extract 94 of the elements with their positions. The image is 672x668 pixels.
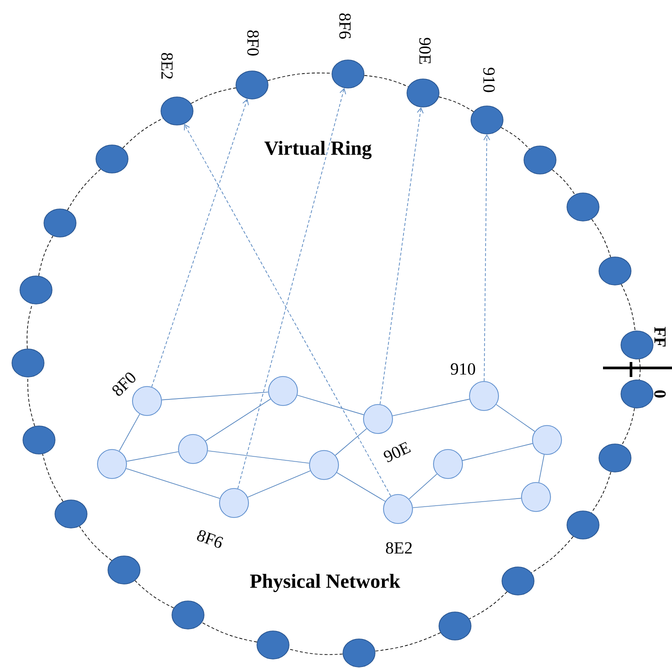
mapping-arrow: [184, 124, 392, 496]
network-node: [309, 450, 339, 480]
ring-arc: [622, 408, 635, 446]
link-line: [118, 414, 140, 452]
ring-node: [566, 192, 600, 222]
link-line: [126, 468, 220, 499]
mapping-arrow: [237, 88, 346, 489]
node-label: 8F0: [247, 30, 259, 56]
link-line: [496, 404, 536, 432]
link-line: [408, 474, 438, 500]
link-line: [335, 428, 368, 456]
link-line: [207, 450, 310, 464]
ring-arc: [122, 118, 164, 148]
ring-node: [470, 106, 504, 134]
network-node: [219, 488, 249, 518]
ring-node: [256, 630, 290, 660]
ring-node: [620, 330, 654, 360]
link-line: [162, 392, 268, 400]
ring-node: [332, 60, 364, 88]
node-label: 8E2: [386, 542, 412, 554]
ring-arc: [591, 218, 611, 258]
ring-arc: [134, 580, 174, 608]
ring-arc: [500, 127, 530, 150]
node-label: 90E: [384, 442, 411, 462]
ring-arc: [552, 169, 576, 195]
ring-arc: [468, 591, 508, 620]
ring-arc: [438, 96, 474, 112]
ring-arc: [621, 284, 636, 332]
network-node: [433, 449, 463, 479]
ring-arc: [267, 72, 332, 81]
ring-arc: [26, 304, 33, 349]
ring-arc: [374, 632, 441, 652]
ring-arc: [638, 358, 641, 380]
ring-arc: [38, 236, 54, 276]
network-node: [469, 381, 499, 411]
ring-arc: [79, 526, 112, 561]
network-node: [268, 376, 298, 406]
ring-node: [172, 600, 204, 630]
node-label: 90E: [419, 38, 431, 64]
ring-node: [160, 96, 194, 126]
ring-node: [620, 380, 654, 408]
link-line: [538, 454, 545, 483]
ring-node: [598, 444, 632, 472]
ring-node: [20, 276, 52, 304]
ring-node: [566, 510, 600, 540]
ring-arc: [42, 454, 64, 502]
ring-node: [342, 638, 376, 668]
node-label: 0: [654, 390, 666, 398]
link-line: [296, 394, 364, 416]
ring-node: [22, 426, 56, 454]
node-label: 8E2: [161, 52, 173, 79]
ring-node: [44, 208, 76, 238]
ring-node: [438, 612, 472, 640]
section-title: Physical Network: [250, 574, 400, 592]
link-line: [462, 443, 533, 461]
network-node: [521, 482, 551, 512]
ring-node: [54, 500, 88, 528]
ring-node: [236, 70, 268, 100]
mapping-arrow: [380, 107, 424, 405]
ring-node: [12, 348, 44, 378]
section-title: Virtual Ring: [264, 140, 372, 160]
network-node: [363, 404, 393, 434]
node-label: 910: [450, 363, 476, 375]
mapping-arrow: [151, 98, 249, 388]
node-label: 8F0: [112, 372, 136, 396]
network-node: [532, 425, 562, 455]
network-node: [383, 494, 413, 524]
link-line: [412, 498, 522, 508]
mapping-arrow: [483, 134, 490, 382]
ring-node: [108, 556, 140, 584]
ring-arc: [364, 75, 409, 88]
ring-node: [96, 144, 128, 174]
ring-arc: [202, 622, 258, 642]
node-label: 8F6: [197, 530, 224, 548]
link-line: [247, 470, 311, 498]
ring-arc: [190, 88, 236, 104]
ring-arc: [288, 648, 343, 655]
ring-node: [502, 566, 534, 596]
node-label: 910: [483, 68, 495, 92]
link-line: [205, 398, 271, 442]
link-line: [126, 451, 179, 462]
ring-arc: [67, 168, 101, 210]
ring-arc: [591, 472, 612, 513]
ring-node: [524, 146, 556, 174]
node-label: FF: [654, 326, 666, 347]
ring-node: [406, 78, 440, 108]
network-node: [178, 434, 208, 464]
ring-arc: [531, 536, 574, 574]
node-label: 8F6: [339, 13, 351, 39]
link-line: [336, 472, 386, 502]
ring-arc: [27, 377, 36, 426]
ring-node: [598, 256, 632, 286]
link-line: [392, 398, 470, 416]
network-node: [97, 449, 127, 479]
